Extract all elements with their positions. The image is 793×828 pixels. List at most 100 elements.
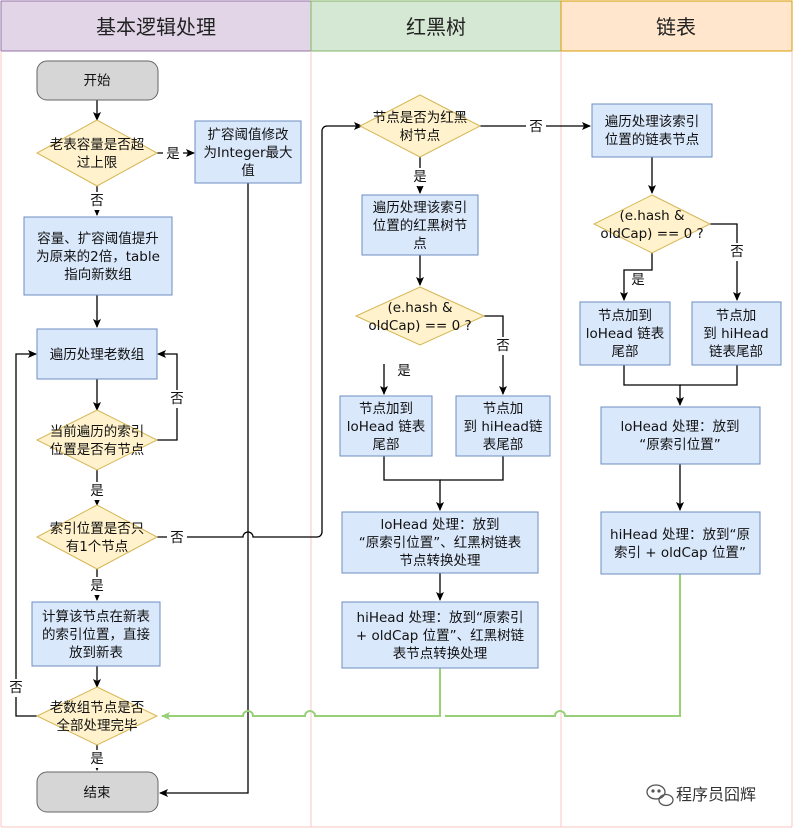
node-text-end: 结束	[84, 785, 111, 801]
node-text-list-iter: 位置的链表节点	[605, 132, 700, 148]
node-text-list-hi-proc: hiHead 处理：放到“原	[610, 527, 750, 543]
node-end: 结束	[36, 771, 159, 813]
node-text-start: 开始	[84, 73, 111, 89]
lane-title-linkedlist: 链表	[656, 15, 696, 39]
label-no-listcond: 否	[730, 244, 744, 260]
node-text-tree-hi: 到 hiHead链	[464, 419, 543, 435]
node-text-resize: 指向新数组	[64, 267, 132, 283]
node-text-all-done: 老数组节点是否	[50, 700, 145, 716]
node-text-tree-iter: 遍历处理该索引	[373, 200, 468, 216]
node-text-tree-hi-proc: 表节点转换处理	[393, 646, 488, 662]
node-text-calc-index: 计算该节点在新表	[42, 609, 150, 625]
label-no-hasnode: 否	[170, 391, 184, 407]
node-text-tree-lo-proc: loHead 处理：放到	[380, 517, 499, 533]
label-no-alldone: 否	[9, 680, 23, 696]
node-text-has-node: 位置是否有节点	[50, 442, 145, 458]
node-text-single-node: 索引位置是否只	[50, 521, 145, 537]
node-text-tree-hi: 表尾部	[483, 437, 524, 453]
node-text-calc-index: 放到新表	[69, 645, 123, 661]
process-list-hi-append: 节点加到 hiHead 链表尾部	[691, 301, 782, 366]
node-text-set-max: 为Integer最大	[203, 145, 292, 161]
node-text-calc-index: 的索引位置，直接	[42, 626, 150, 643]
node-text-list-lo-proc: loHead 处理：放到	[620, 419, 739, 435]
node-text-list-cond: (e.hash &	[619, 208, 685, 224]
node-text-tree-cond: (e.hash &	[387, 300, 453, 316]
lane-title-rbtree: 红黑树	[406, 15, 466, 39]
lane-title-basic: 基本逻辑处理	[96, 15, 216, 39]
node-text-check-max: 过上限	[77, 155, 118, 171]
node-text-single-node: 有1个节点	[66, 539, 129, 555]
process-tree-lo-append: 节点加到 loHead 链表尾部	[339, 395, 433, 457]
node-text-is-tree: 树节点	[400, 128, 441, 144]
node-start: 开始	[36, 60, 159, 101]
lane-basic: 基本逻辑处理	[0, 0, 312, 52]
node-text-tree-cond: oldCap) == 0 ?	[368, 318, 471, 334]
label-yes-istree: 是	[413, 169, 427, 185]
label-yes-alldone: 是	[90, 751, 104, 767]
edge-labels: 是 否 否 是 否 是 否 是 否 是 是 否 是 否	[6, 118, 747, 768]
node-text-tree-lo-proc: 节点转换处理	[400, 553, 481, 569]
node-text-tree-lo-proc: “原索引位置”、红黑树链表	[359, 535, 522, 551]
node-text-resize: 容量、扩容阈值提升	[37, 230, 159, 247]
node-text-list-cond: oldCap) == 0 ?	[600, 226, 703, 242]
node-text-list-hi-proc: 索引 + oldCap 位置”	[614, 545, 746, 561]
node-text-list-lo: loHead 链表	[586, 326, 665, 342]
lane-linkedlist: 链表	[560, 0, 793, 52]
node-text-tree-lo: 节点加到	[359, 401, 413, 417]
node-text-tree-lo: 尾部	[373, 437, 400, 453]
chat-bubble-icon	[646, 784, 674, 807]
label-yes-hasnode: 是	[90, 483, 104, 499]
node-text-list-hi: 到 hiHead	[703, 326, 768, 342]
node-text-is-tree: 节点是否为红黑	[373, 110, 468, 126]
watermark: 程序员囧辉	[646, 784, 756, 807]
watermark-text: 程序员囧辉	[676, 785, 756, 804]
node-text-list-lo: 尾部	[612, 344, 639, 360]
label-yes-treecond: 是	[397, 363, 411, 379]
node-text-set-max: 扩容阈值修改	[208, 126, 289, 143]
label-no-istree: 否	[529, 119, 543, 135]
node-text-tree-iter: 点	[413, 236, 427, 252]
decision-list-hash: (e.hash & oldCap) == 0 ?	[592, 194, 712, 254]
node-text-list-hi: 链表尾部	[709, 344, 763, 360]
label-no-treecond: 否	[496, 338, 510, 354]
node-text-list-hi: 节点加	[716, 308, 757, 324]
label-no-single: 否	[170, 530, 184, 546]
node-text-set-max: 值	[241, 163, 255, 179]
node-text-tree-hi: 节点加	[483, 401, 524, 417]
node-text-all-done: 全部处理完毕	[57, 717, 138, 734]
label-no-max: 否	[90, 193, 104, 209]
process-iterate-old: 遍历处理老数组	[36, 328, 158, 380]
node-text-resize: 为原来的2倍，table	[36, 249, 160, 265]
node-text-tree-hi-proc: hiHead 处理：放到“原索引	[357, 610, 524, 626]
node-text-list-iter: 遍历处理该索引	[605, 114, 700, 130]
node-text-iterate-old: 遍历处理老数组	[50, 347, 145, 363]
decision-tree-hash: (e.hash & oldCap) == 0 ?	[354, 286, 486, 346]
label-yes-max: 是	[166, 146, 180, 162]
node-text-has-node: 当前遍历的索引	[50, 423, 145, 440]
node-text-tree-lo: loHead 链表	[347, 419, 426, 435]
node-text-tree-hi-proc: + oldCap 位置”、红黑树链	[356, 628, 525, 644]
lane-borders	[0, 51, 793, 828]
process-list-lo-handle: loHead 处理：放到 “原索引位置”	[600, 406, 761, 465]
lane-rbtree: 红黑树	[310, 0, 562, 52]
label-yes-listcond: 是	[631, 272, 645, 288]
node-text-tree-iter: 位置的红黑树节	[373, 218, 468, 234]
process-list-hi-handle: hiHead 处理：放到“原索引 + oldCap 位置”	[600, 511, 761, 575]
label-yes-single: 是	[90, 578, 104, 594]
node-text-list-lo-proc: “原索引位置”	[639, 437, 721, 453]
merge-edges	[161, 574, 681, 720]
